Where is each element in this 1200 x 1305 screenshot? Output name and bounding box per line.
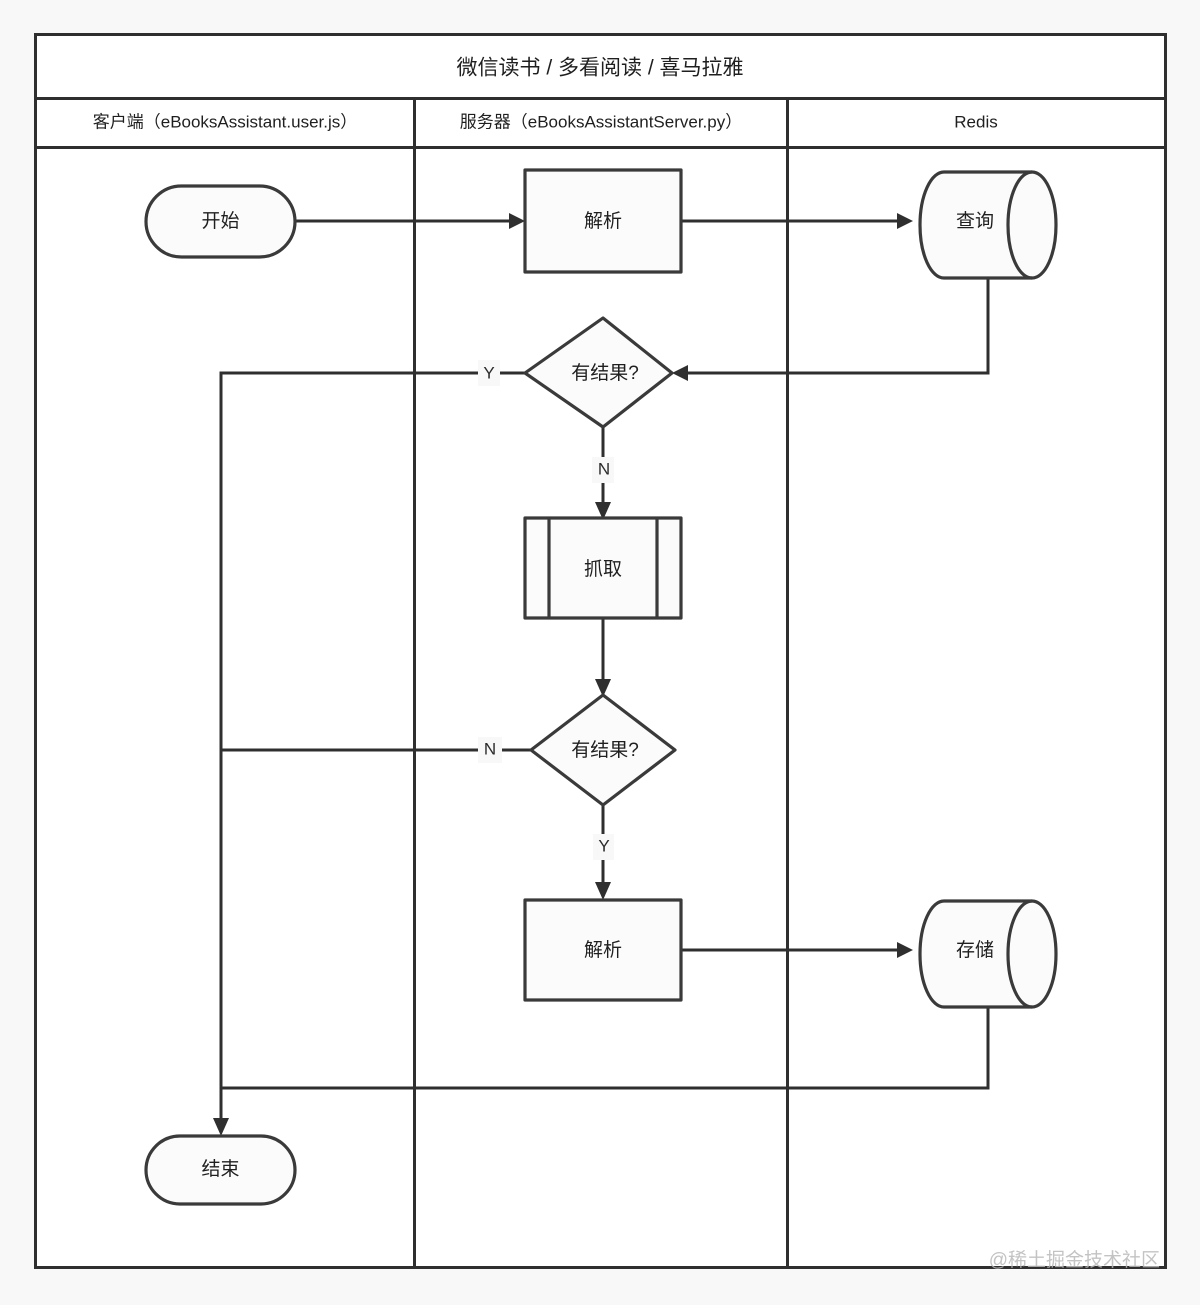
node-decision2-shape: [529, 693, 677, 807]
node-query-cap: [1006, 170, 1033, 280]
node-store-cap: [1006, 899, 1033, 1009]
node-parse2-shape: [523, 898, 683, 1002]
edge-label-decision1-yes: Y: [483, 363, 494, 382]
node-query[interactable]: 查询: [918, 170, 1058, 280]
arrowhead-to-end: [213, 1118, 229, 1136]
node-decision2-label: 有结果?: [571, 739, 639, 761]
arrowhead-decision1-to-fetch: [595, 502, 611, 520]
arrowhead-start-to-parse1: [509, 213, 525, 229]
node-parse1-label: 解析: [584, 210, 622, 232]
arrowhead-query-to-decision1: [672, 365, 688, 381]
arrowhead-parse2-to-store: [897, 942, 913, 958]
edge-store-to-end: [219, 1006, 990, 1090]
edge-query-to-decision1: [682, 276, 990, 375]
edge-label-bg-no1: [592, 457, 614, 483]
node-store[interactable]: 存储: [918, 899, 1058, 1009]
node-fetch-shape: [523, 516, 683, 620]
node-decision2[interactable]: 有结果?: [529, 693, 677, 807]
node-fetch-label: 抓取: [584, 558, 622, 580]
node-decision1-label: 有结果?: [571, 362, 639, 384]
node-decision1[interactable]: 有结果?: [523, 316, 674, 429]
edge-label-bg-yes2: [593, 834, 614, 860]
lane-header-client: 客户端（eBooksAssistant.user.js）: [93, 112, 358, 131]
edge-label-decision2-yes: Y: [598, 836, 609, 855]
node-start[interactable]: 开始: [144, 184, 297, 259]
node-parse1[interactable]: 解析: [523, 168, 683, 274]
node-end-label: 结束: [201, 1158, 239, 1180]
node-parse1-shape: [523, 168, 683, 274]
lane-header-server: 服务器（eBooksAssistantServer.py）: [460, 112, 742, 131]
node-start-label: 开始: [201, 210, 239, 232]
edge-label-bg-no2: [478, 737, 502, 763]
edge-label-decision2-no: N: [484, 739, 496, 758]
node-parse2[interactable]: 解析: [523, 898, 683, 1002]
node-fetch[interactable]: 抓取: [523, 516, 683, 620]
node-end-shape: [144, 1134, 297, 1206]
node-query-label: 查询: [956, 210, 994, 232]
diagram-title: 微信读书 / 多看阅读 / 喜马拉雅: [456, 57, 743, 80]
edge-label-decision1-no: N: [598, 459, 610, 478]
node-parse2-label: 解析: [584, 939, 622, 961]
arrowhead-fetch-to-decision2: [595, 679, 611, 697]
watermark-text: @稀土掘金技术社区: [989, 1249, 1160, 1271]
node-decision1-shape: [523, 316, 674, 429]
arrowhead-parse1-to-query: [897, 213, 913, 229]
node-store-label: 存储: [956, 939, 994, 961]
node-end[interactable]: 结束: [144, 1134, 297, 1206]
node-start-shape: [144, 184, 297, 259]
lane-header-redis: Redis: [954, 112, 997, 131]
arrowhead-decision2-to-parse2: [595, 882, 611, 900]
edge-label-bg-yes1: [478, 360, 500, 386]
